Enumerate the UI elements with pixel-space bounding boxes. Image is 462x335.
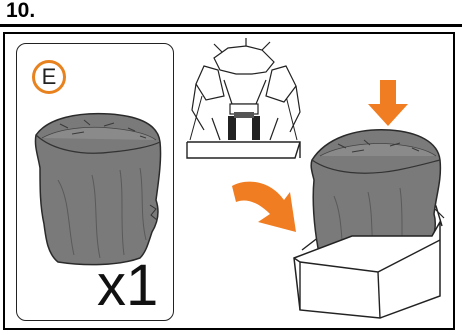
bag-icon: [35, 114, 160, 265]
curved-arrow-icon: [232, 182, 296, 232]
down-arrow-icon: [368, 80, 408, 126]
box-icon: [294, 130, 444, 318]
robot-toy-icon: [187, 38, 300, 158]
